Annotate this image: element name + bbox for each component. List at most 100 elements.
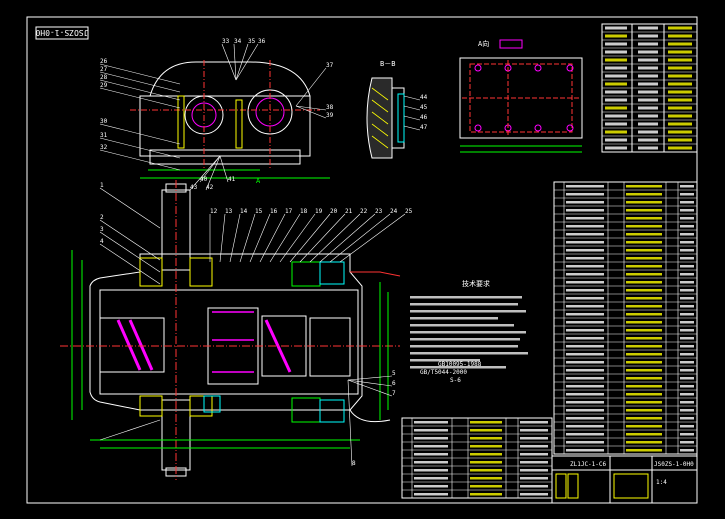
leader-number: 39 xyxy=(326,112,334,119)
part-row-code xyxy=(566,201,604,204)
part-row-code xyxy=(566,345,604,348)
part-row-code xyxy=(566,417,604,420)
part-row-material xyxy=(520,437,548,440)
part-row-material xyxy=(680,233,694,236)
leader-15: 15 xyxy=(239,208,263,263)
leader-number: 1 xyxy=(100,182,104,189)
part-row-material xyxy=(520,461,548,464)
part-row-name xyxy=(626,193,662,196)
leader-number: 22 xyxy=(360,208,368,215)
param-cell xyxy=(605,146,627,150)
param-cell xyxy=(668,146,692,150)
parts-list-bottom xyxy=(401,417,553,499)
part-row-material xyxy=(680,337,694,340)
leader-number: 7 xyxy=(392,390,396,397)
tech-line xyxy=(410,296,522,299)
leader-29: 29 xyxy=(99,82,181,109)
parts-list-right xyxy=(553,181,698,455)
leader-number: 45 xyxy=(420,104,428,111)
param-cell xyxy=(605,74,627,78)
part-row-code xyxy=(414,485,448,488)
tech-line xyxy=(410,352,528,355)
part-row-name xyxy=(626,217,662,220)
part-row-material xyxy=(680,281,694,284)
title-drawing-no: JS0ZS-1-0H0 xyxy=(654,461,694,468)
leader-30: 30 xyxy=(99,118,181,145)
tech-value-s: S-6 xyxy=(450,377,461,384)
param-cell xyxy=(638,106,658,110)
part-row-material xyxy=(680,353,694,356)
part-row-material xyxy=(680,241,694,244)
tech-line xyxy=(410,338,520,341)
part-row-material xyxy=(520,493,548,496)
leader-number: 28 xyxy=(100,74,108,81)
part-row-material xyxy=(520,485,548,488)
leader-39: 39 xyxy=(295,105,334,119)
leader-37: 37 xyxy=(295,62,334,107)
part-row-code xyxy=(566,377,604,380)
param-cell xyxy=(605,58,627,62)
param-cell xyxy=(605,138,627,142)
part-row-code xyxy=(566,369,604,372)
part-row-name xyxy=(470,493,502,496)
tech-standard-2: GB/T5044-2000 xyxy=(420,369,467,376)
part-row-name xyxy=(626,233,662,236)
param-cell xyxy=(638,66,658,70)
part-row-material xyxy=(520,429,548,432)
part-row-code xyxy=(566,241,604,244)
param-cell xyxy=(638,138,658,142)
leader-number: 20 xyxy=(330,208,338,215)
param-cell xyxy=(605,122,627,126)
part-row-name xyxy=(470,429,502,432)
leader-number: 37 xyxy=(326,62,334,69)
param-cell xyxy=(605,130,627,134)
leader-43: 43 xyxy=(189,155,221,191)
part-row-name xyxy=(626,185,662,188)
leader-number: 30 xyxy=(100,118,108,125)
part-row-name xyxy=(626,385,662,388)
part-row-name xyxy=(470,461,502,464)
leader-22: 22 xyxy=(309,208,368,263)
leader- xyxy=(99,419,161,441)
part-row-code xyxy=(566,337,604,340)
leader-number: 15 xyxy=(255,208,263,215)
leader-38: 38 xyxy=(295,104,334,111)
tech-line xyxy=(410,359,480,362)
view-a-label: A向 xyxy=(478,39,489,48)
part-row-code xyxy=(566,305,604,308)
leader-44: 44 xyxy=(403,94,428,101)
part-row-material xyxy=(680,201,694,204)
leader-number: 31 xyxy=(100,132,108,139)
leader-number: 14 xyxy=(240,208,248,215)
leader-number: 38 xyxy=(326,104,334,111)
part-row-material xyxy=(680,313,694,316)
leader-number: 32 xyxy=(100,144,108,151)
title-scale: 1:4 xyxy=(656,479,667,486)
leader-31: 31 xyxy=(99,132,181,159)
leader-number: 25 xyxy=(405,208,413,215)
leader-7: 7 xyxy=(347,379,396,397)
tech-requirement-lines xyxy=(410,296,528,369)
part-row-name xyxy=(470,469,502,472)
part-row-name xyxy=(626,201,662,204)
leader-6: 6 xyxy=(347,379,396,387)
leader-number: 42 xyxy=(206,184,214,191)
leader-number: 29 xyxy=(100,82,108,89)
part-row-name xyxy=(626,209,662,212)
param-cell xyxy=(638,34,658,38)
param-cell xyxy=(668,98,692,102)
param-cell xyxy=(668,66,692,70)
part-row-code xyxy=(566,361,604,364)
part-row-code xyxy=(566,249,604,252)
leader-number: 23 xyxy=(375,208,383,215)
part-row-code xyxy=(566,433,604,436)
part-row-material xyxy=(680,393,694,396)
leader-20: 20 xyxy=(289,208,338,263)
part-row-name xyxy=(626,433,662,436)
leader-1: 1 xyxy=(99,182,161,229)
leader-18: 18 xyxy=(269,208,308,263)
part-row-name xyxy=(470,485,502,488)
leader-47: 47 xyxy=(403,124,428,131)
